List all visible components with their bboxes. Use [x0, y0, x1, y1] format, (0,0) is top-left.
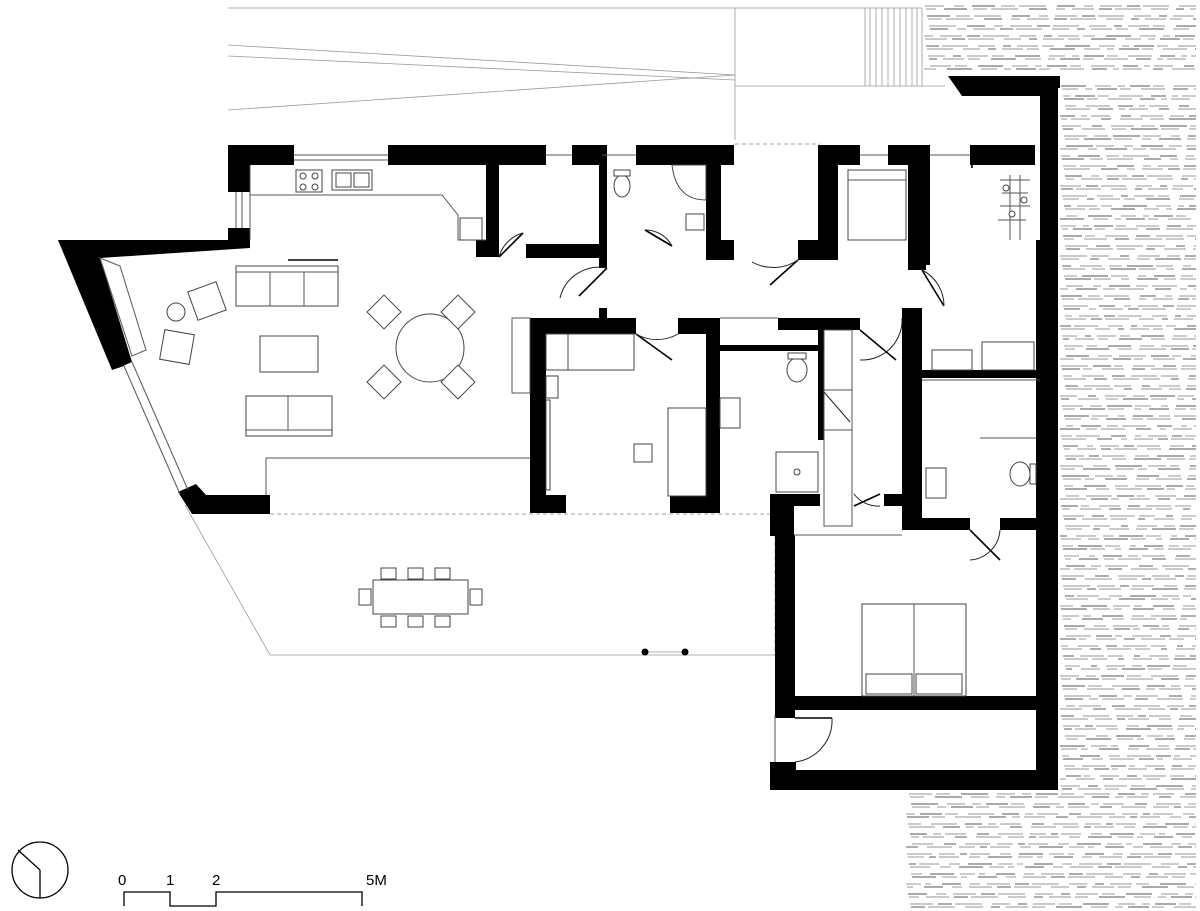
terrace	[184, 504, 776, 656]
scale-label-2: 2	[212, 872, 221, 889]
scale-label-0: 0	[118, 872, 127, 889]
terrace-dining-table	[358, 567, 483, 628]
walls	[58, 76, 1060, 790]
exterior-stair	[864, 8, 923, 86]
kitchen	[249, 165, 486, 241]
terrain-hatch	[906, 5, 1196, 908]
doors	[288, 145, 1001, 763]
site-context	[227, 7, 945, 145]
bathroom-middle	[719, 352, 851, 493]
wc	[613, 164, 707, 231]
living-room	[99, 257, 476, 437]
scale-label-1: 1	[166, 872, 175, 889]
master-bedroom	[861, 603, 967, 697]
north-arrow-icon	[11, 841, 69, 899]
thin-lines	[123, 154, 1040, 762]
bedroom-middle	[545, 333, 707, 497]
scale-label-5m: 5M	[366, 872, 387, 889]
laundry	[847, 169, 907, 241]
bathroom-east	[925, 341, 1037, 499]
bike-storage	[998, 175, 1030, 240]
scale-bar	[123, 891, 363, 907]
